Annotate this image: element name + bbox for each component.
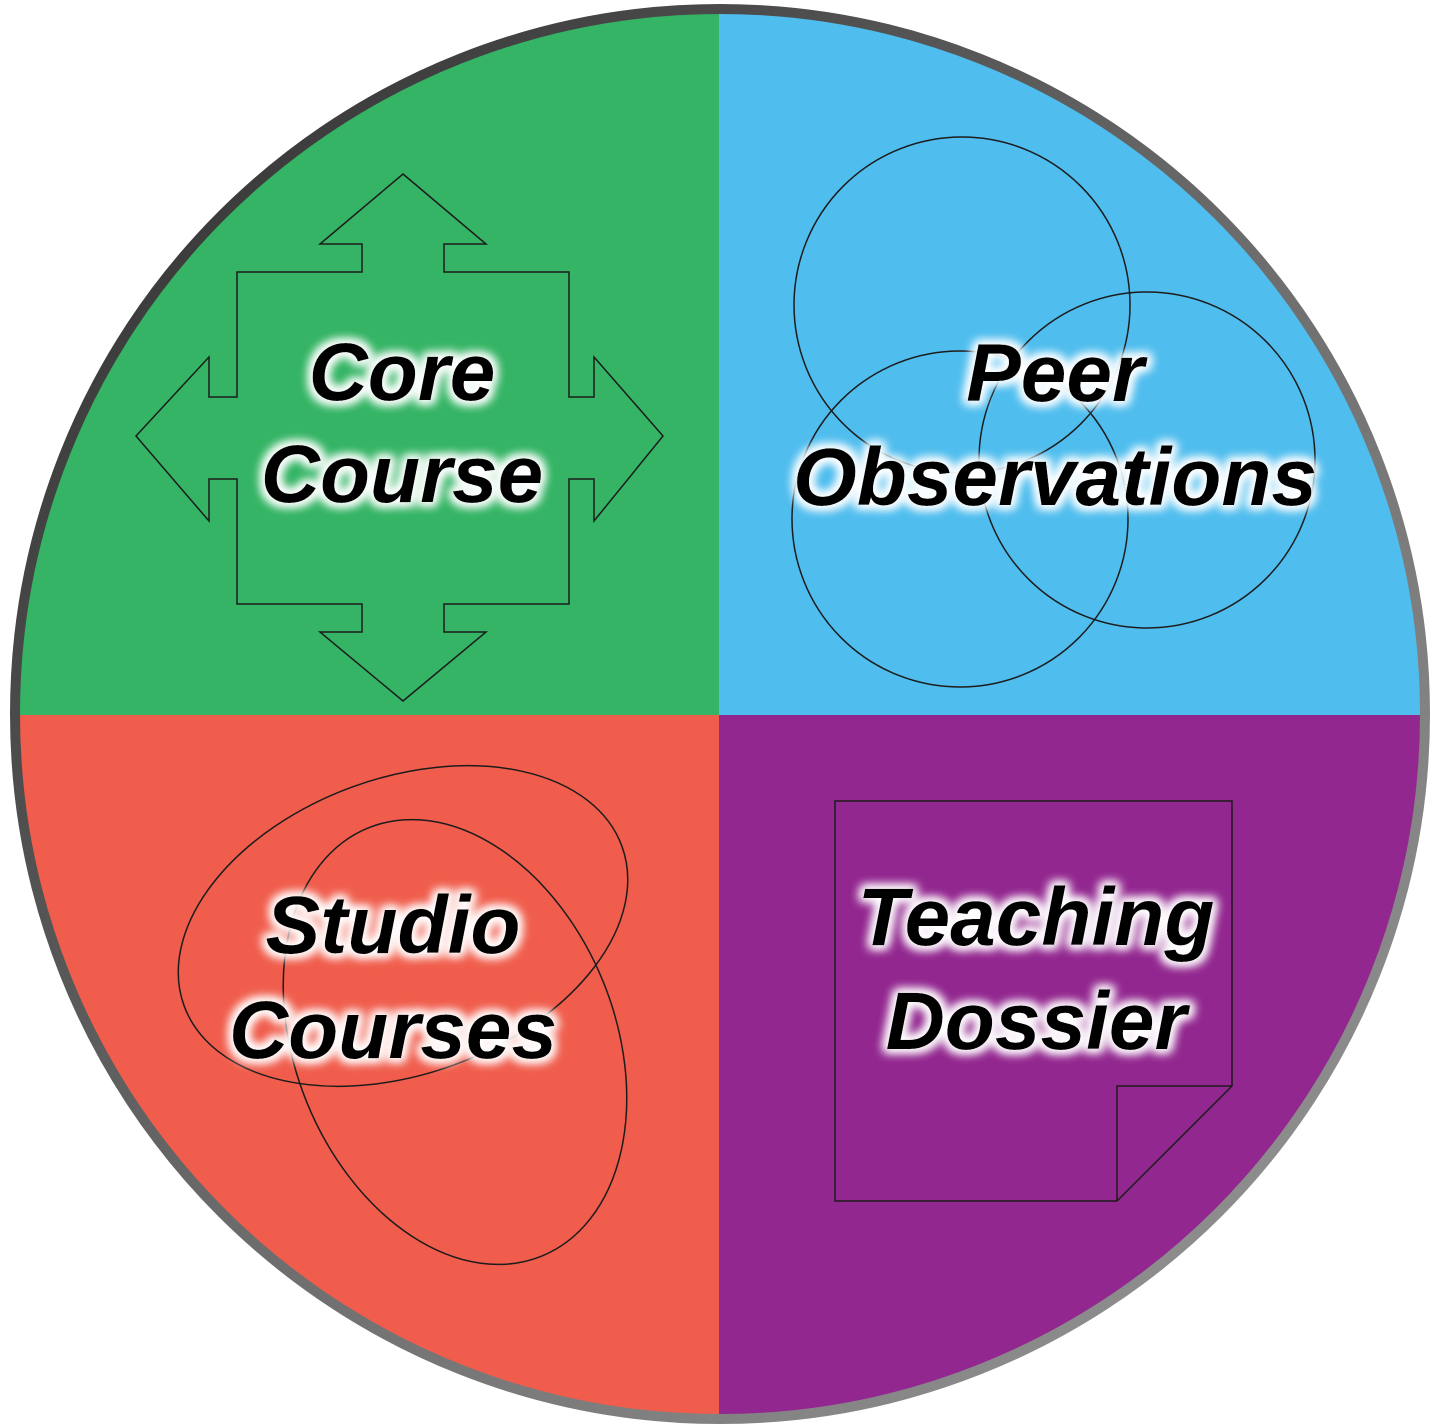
circle-rim — [10, 4, 1430, 1424]
document-folded-corner — [1116, 1085, 1232, 1201]
document-page-outline — [834, 800, 1233, 1202]
label-teaching-dossier-line-2: Dossier — [886, 976, 1191, 1067]
venn-circle-left — [791, 350, 1129, 688]
label-core-course-line-1: Core — [309, 327, 496, 418]
four-way-arrow-icon — [134, 173, 664, 702]
venn-circle-right — [978, 291, 1316, 629]
overlapping-ellipses-icon — [177, 764, 629, 1266]
ellipse-horizontal — [177, 764, 629, 1088]
venn-circle-top — [793, 136, 1131, 474]
label-studio-courses-line-2: Courses — [229, 985, 557, 1076]
document-page-icon — [834, 800, 1233, 1202]
ellipse-vertical — [282, 818, 628, 1266]
venn-circles-icon — [791, 136, 1316, 688]
label-peer-observations-line-1: Peer — [966, 328, 1148, 419]
label-studio-courses-line-1: Studio — [265, 880, 520, 971]
label-teaching-dossier-line-1: Teaching — [858, 872, 1215, 963]
quadrant-labels: Core Course Peer Observations Studio Cou… — [229, 327, 1317, 1076]
label-core-course-line-2: Course — [261, 429, 544, 520]
label-peer-observations-line-2: Observations — [793, 432, 1317, 523]
